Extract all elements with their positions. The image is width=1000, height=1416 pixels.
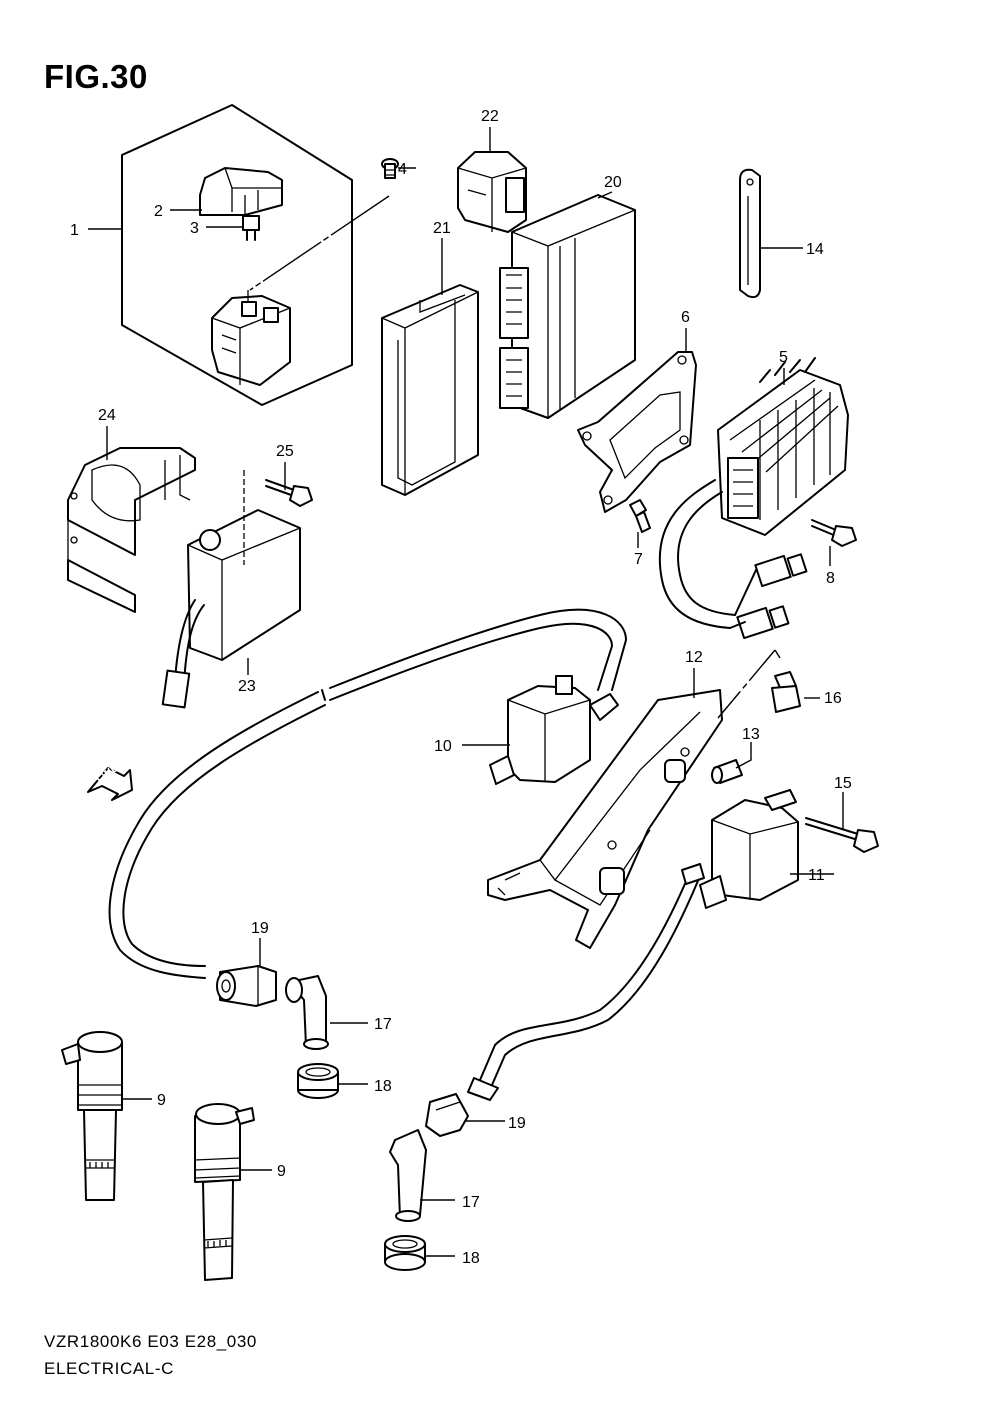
- coil-bracket-part-12: [487, 689, 723, 949]
- callout-24: 24: [98, 407, 116, 424]
- regulator-part-5: [659, 357, 849, 640]
- callout-20: 20: [604, 174, 622, 191]
- callout-9a: 9: [157, 1092, 166, 1109]
- high-tension-cable: [108, 608, 701, 1101]
- fitment-line: [249, 195, 390, 291]
- figure-title: FIG.30: [44, 58, 148, 95]
- forward-arrow: FWD: [87, 761, 133, 801]
- relay-part-22: [457, 151, 527, 233]
- ignition-coil-part-11: [681, 789, 799, 909]
- screw-part-4: [381, 158, 399, 179]
- plug-boot-part-17-upper: [285, 975, 329, 1050]
- main-fuse-part: [242, 215, 260, 241]
- clamp-part-14: [739, 168, 761, 299]
- bolt-part-8: [811, 519, 857, 547]
- callout-21: 21: [433, 220, 451, 237]
- callout-14: 14: [806, 241, 824, 258]
- igniter-part-23: [161, 470, 301, 709]
- relay-assembly-outline: [121, 104, 353, 406]
- plug-cap-part-19-lower: [425, 1093, 469, 1137]
- callout-5: 5: [779, 349, 788, 366]
- callout-17a: 17: [374, 1016, 392, 1033]
- callout-17b: 17: [462, 1194, 480, 1211]
- bolt-part-25: [265, 479, 313, 507]
- callout-9b: 9: [277, 1163, 286, 1180]
- callout-12: 12: [685, 649, 703, 666]
- bolt-part-16: [771, 671, 801, 713]
- collar-part-13: [711, 759, 743, 784]
- callout-16: 16: [824, 690, 842, 707]
- callout-19b: 19: [508, 1115, 526, 1132]
- bolt-part-7: [629, 499, 651, 533]
- bolt-part-15: [805, 817, 879, 853]
- leader-lines: [88, 127, 844, 1257]
- callout-15: 15: [834, 775, 852, 792]
- ignition-coil-part-10: [489, 675, 619, 785]
- callout-23: 23: [238, 678, 256, 695]
- ecm-part-20: [499, 194, 636, 419]
- plug-boot-part-17-lower: [389, 1129, 427, 1222]
- bracket-part-6: [577, 351, 697, 513]
- bracket-part-24: [67, 447, 196, 613]
- seal-part-18-lower: [384, 1235, 426, 1271]
- callout-11: 11: [808, 867, 825, 884]
- callout-numbers: 1 2 3 4 5 6 7 8 9 9 10 11 12 13 14 15 16…: [70, 108, 852, 1267]
- callout-4: 4: [398, 161, 407, 178]
- plug-coil-part-9-right: [194, 1103, 255, 1281]
- callout-2: 2: [154, 203, 163, 220]
- callout-22: 22: [481, 108, 499, 125]
- fitment-line: [774, 649, 781, 659]
- callout-8: 8: [826, 570, 835, 587]
- fuse-cover-part: [199, 167, 283, 216]
- callout-1: 1: [70, 222, 79, 239]
- starter-relay-part: [211, 290, 291, 386]
- group-name: ELECTRICAL-C: [44, 1359, 175, 1378]
- callout-6: 6: [681, 309, 690, 326]
- callout-19a: 19: [251, 920, 269, 937]
- seal-part-18-upper: [297, 1063, 339, 1099]
- model-code: VZR1800K6 E03 E28_030: [44, 1332, 257, 1351]
- ecm-case-part-21: [381, 284, 479, 496]
- plug-cap-part-19-upper: [216, 965, 277, 1007]
- callout-18b: 18: [462, 1250, 480, 1267]
- plug-coil-part-9-left: [61, 1031, 123, 1201]
- callout-13: 13: [742, 726, 760, 743]
- callout-10: 10: [434, 738, 452, 755]
- callout-7: 7: [634, 551, 643, 568]
- callout-3: 3: [190, 220, 199, 237]
- callout-18a: 18: [374, 1078, 392, 1095]
- callout-25: 25: [276, 443, 294, 460]
- fitment-line: [717, 649, 776, 719]
